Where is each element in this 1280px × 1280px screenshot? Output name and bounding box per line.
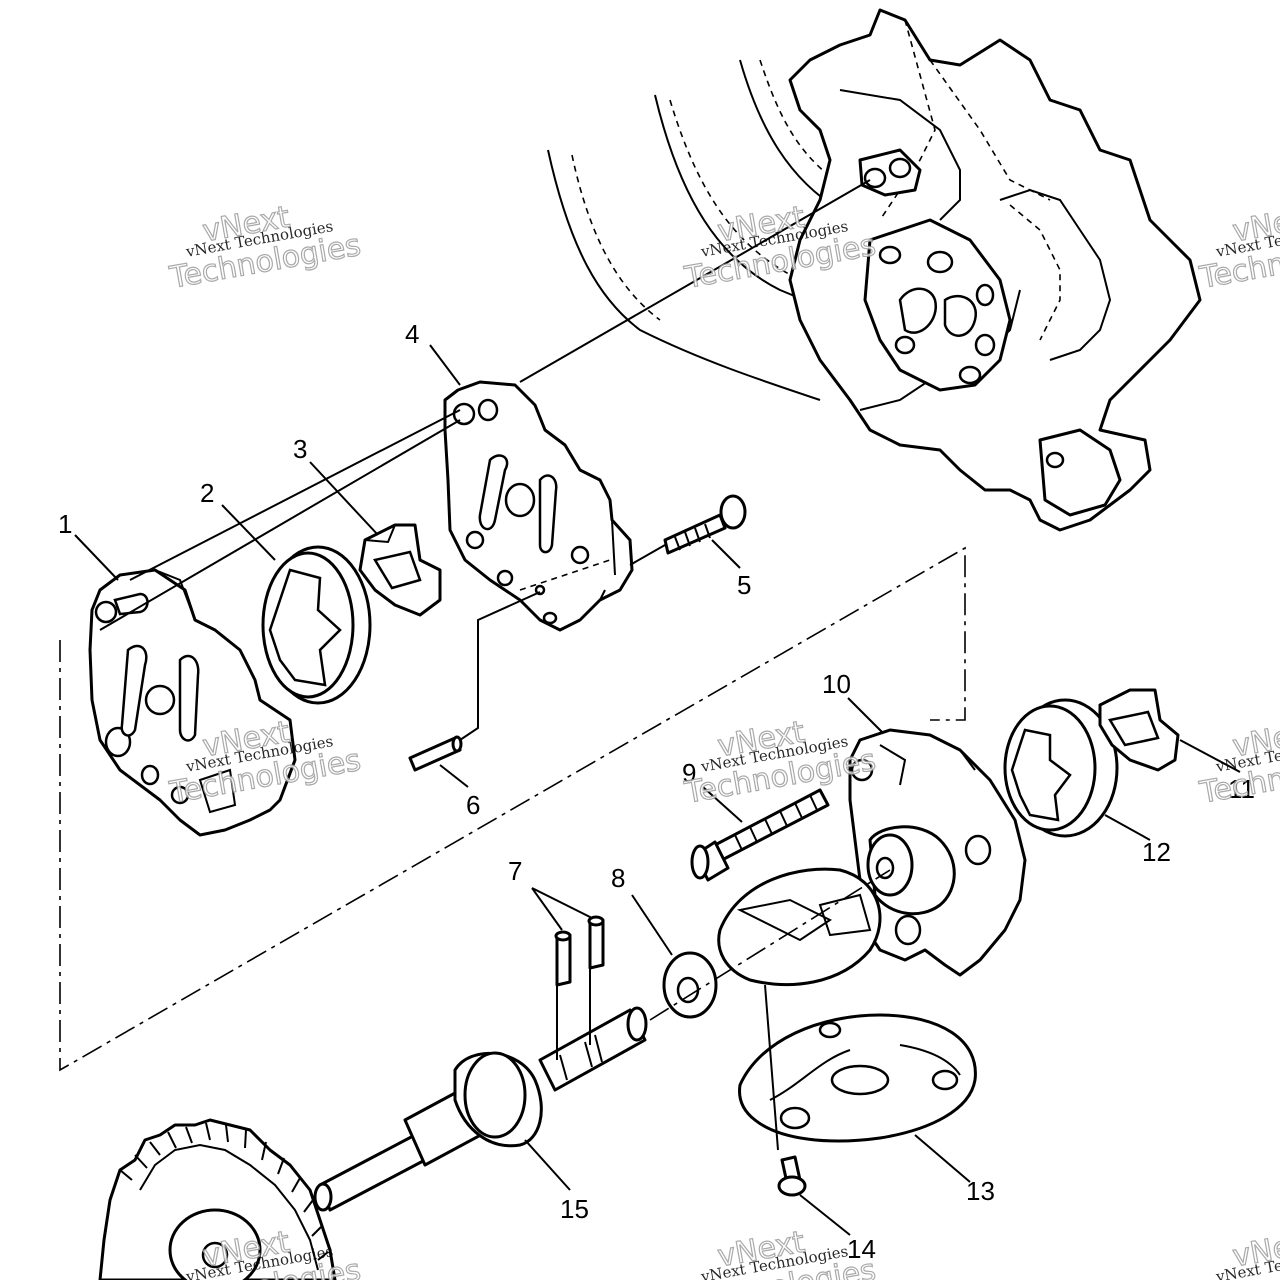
leader-lines	[74, 344, 1241, 1236]
pins-7	[554, 915, 605, 987]
outer-rotor-2	[261, 545, 372, 705]
watermark-mid-right: vNext Technologies vNext Technologies	[1196, 714, 1280, 811]
callout-6: 6	[466, 790, 480, 820]
callout-labels: 1 2 3 4 5 6 7 8 9 10 11 12 13 14 15	[58, 319, 1255, 1264]
callout-7: 7	[508, 856, 522, 886]
watermark-top-left: vNext Technologies vNext Technologies	[166, 199, 364, 296]
long-bolt-9	[690, 788, 830, 882]
engine-crankcase	[547, 8, 1202, 532]
watermark-mid-center: vNext Technologies vNext Technologies	[681, 714, 879, 811]
drive-shaft-15	[313, 1006, 648, 1212]
callout-15: 15	[560, 1194, 589, 1224]
pump-body-1	[88, 568, 297, 837]
watermark-bottom-center: vNext Technologies vNext Technologies	[681, 1224, 879, 1280]
callout-13: 13	[966, 1176, 995, 1206]
watermark-top-center: vNext Technologies vNext Technologies	[681, 199, 879, 296]
callout-3: 3	[293, 434, 307, 464]
pump-cover-10	[717, 728, 1027, 986]
callout-2: 2	[200, 478, 214, 508]
callout-14: 14	[847, 1234, 876, 1264]
watermark-bottom-left: vNext Technologies vNext Technologies	[166, 1224, 364, 1280]
callout-12: 12	[1142, 837, 1171, 867]
inner-rotor-11	[1098, 688, 1180, 772]
drive-gear	[98, 1118, 337, 1280]
callout-5: 5	[737, 570, 751, 600]
screw-14	[777, 1155, 807, 1197]
watermark-top-right: vNext Technologies vNext Technologies	[1196, 199, 1280, 296]
callout-11: 11	[1228, 774, 1255, 804]
washer-8	[662, 951, 718, 1019]
watermark-bottom-right: vNext Technologies vNext Technologies	[1196, 1224, 1280, 1280]
outer-rotor-12	[1003, 698, 1119, 838]
pin-6	[408, 735, 463, 772]
assembly-lines	[59, 179, 966, 1151]
plate-13	[738, 1013, 977, 1143]
callout-9: 9	[682, 758, 696, 788]
callout-8: 8	[611, 863, 625, 893]
callout-1: 1	[58, 509, 72, 539]
callout-10: 10	[822, 669, 851, 699]
inner-rotor-3	[358, 523, 442, 617]
bolt-5	[663, 494, 747, 555]
callout-4: 4	[405, 319, 419, 349]
